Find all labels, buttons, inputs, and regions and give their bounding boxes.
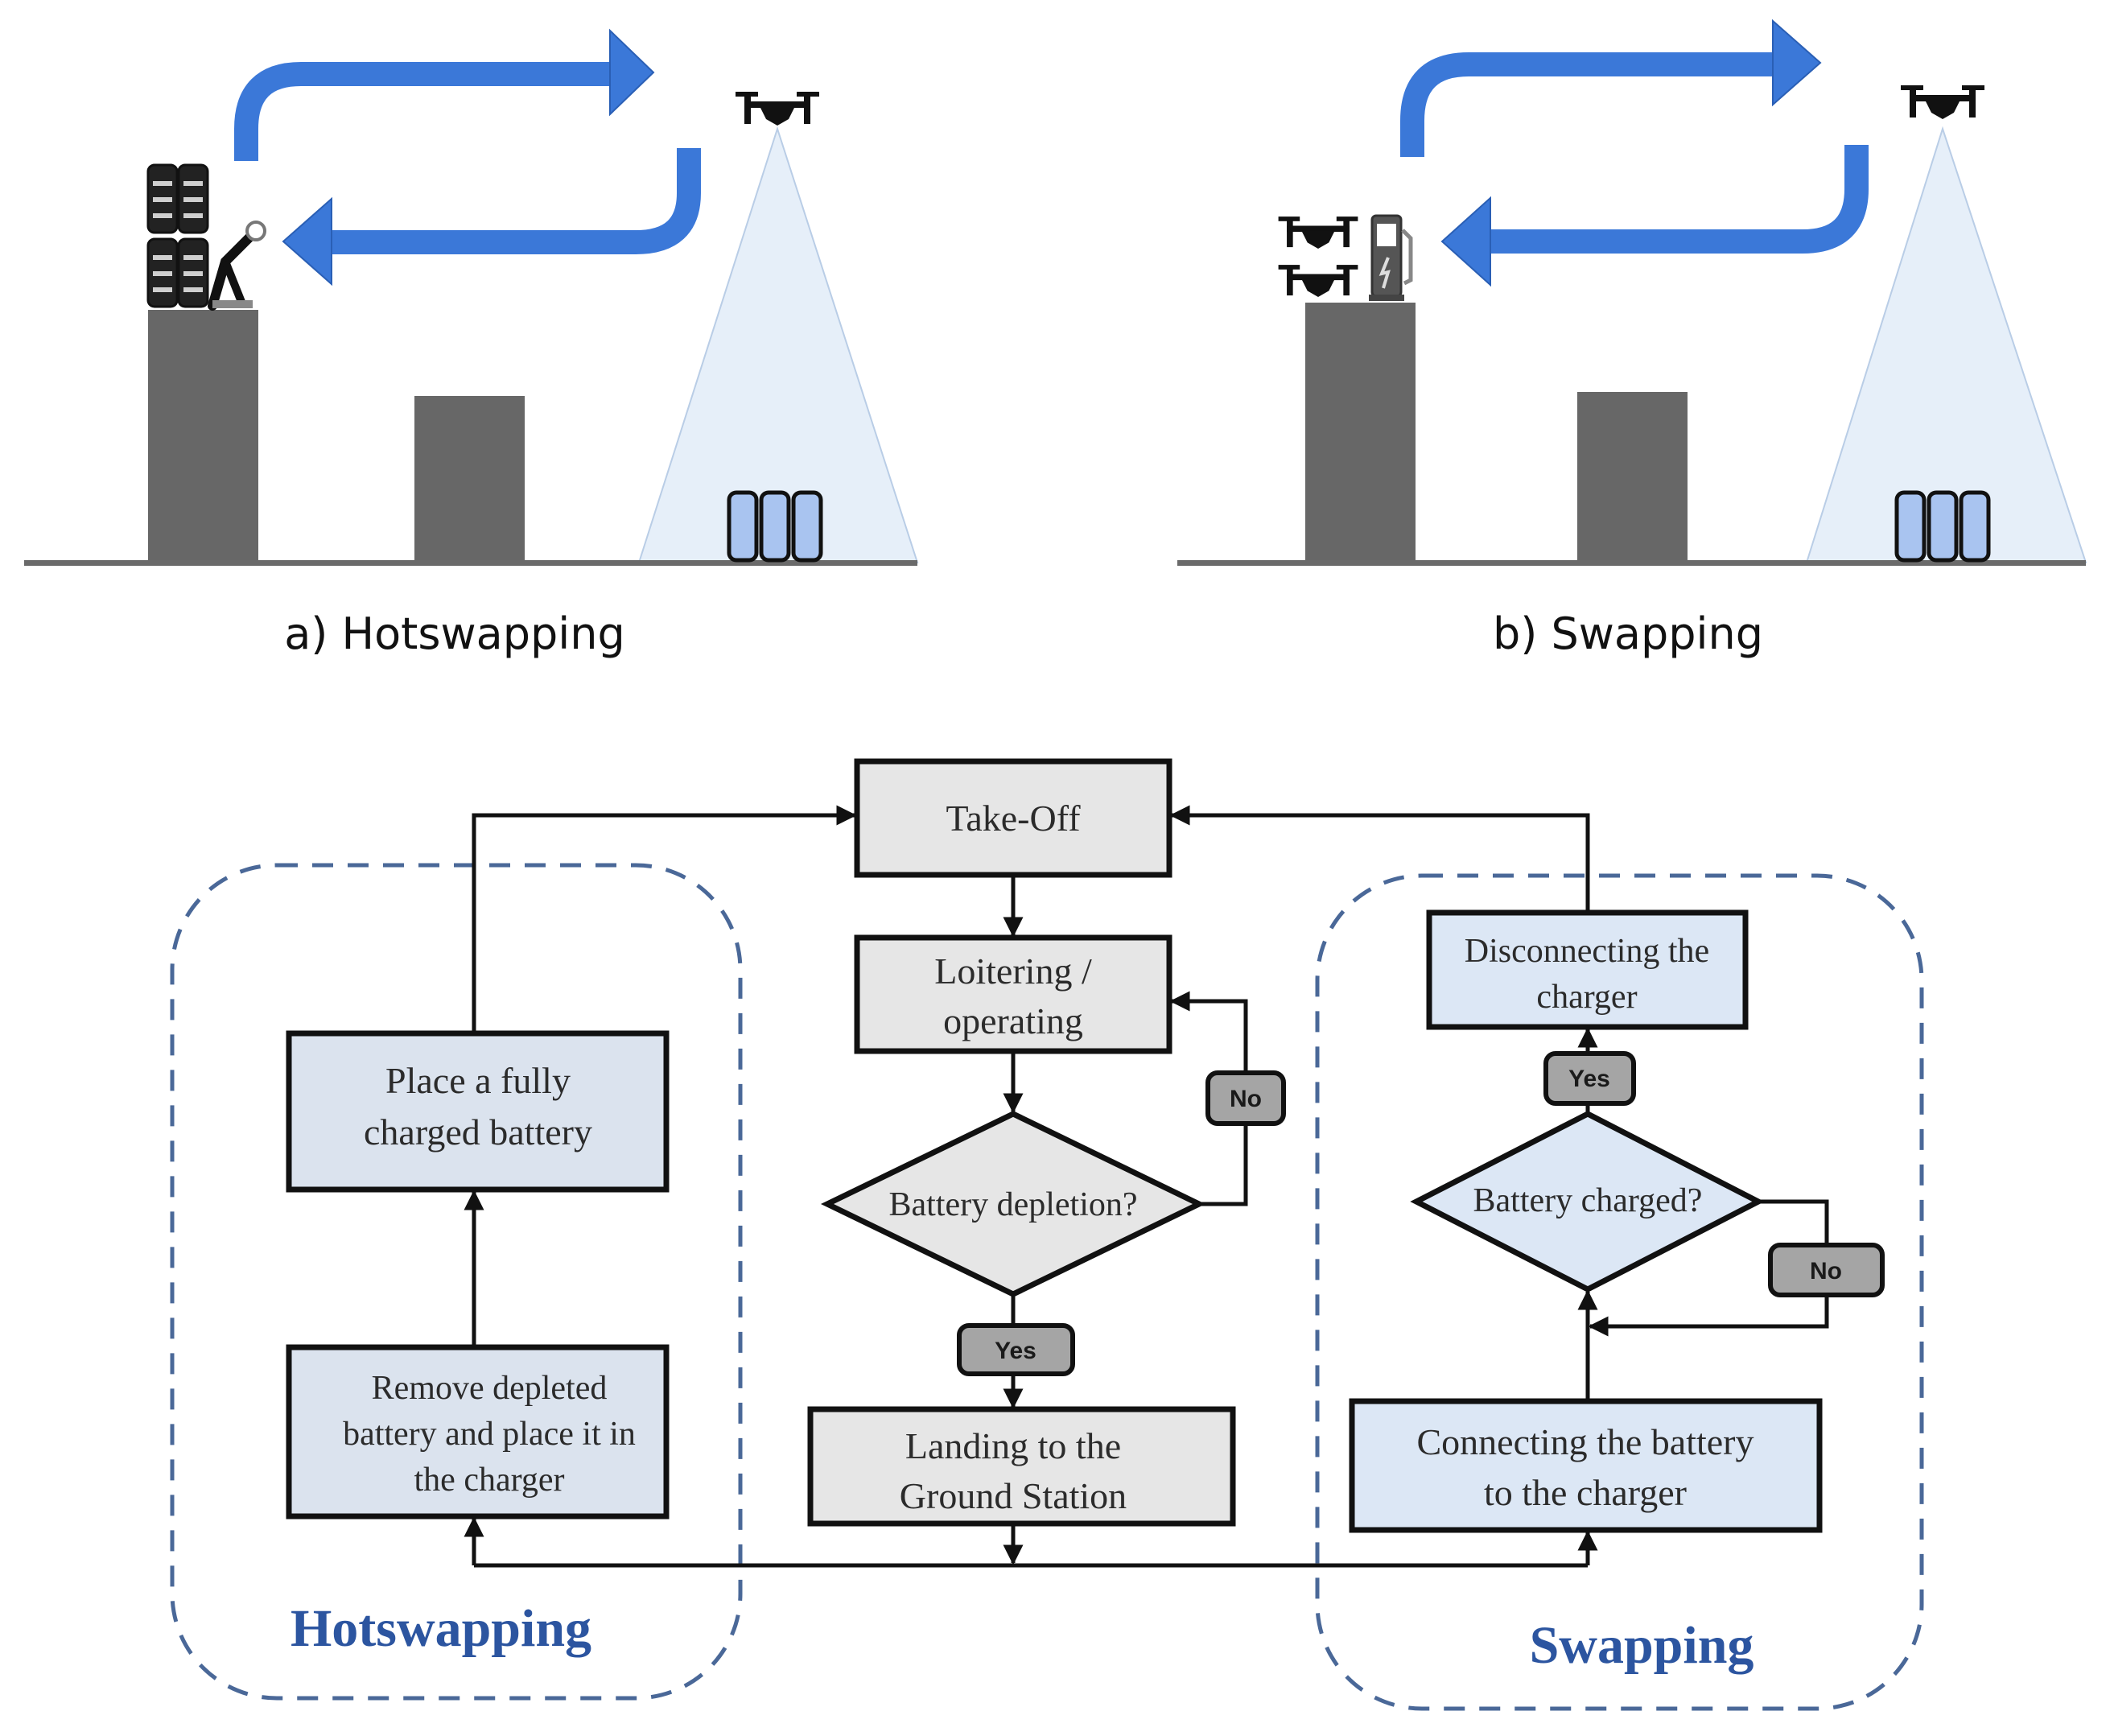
tall-building bbox=[148, 310, 258, 563]
svg-text:the charger: the charger bbox=[414, 1462, 565, 1499]
svg-text:Take-Off: Take-Off bbox=[946, 798, 1081, 839]
ground-line bbox=[1177, 560, 2086, 566]
connector-disconnect-to-takeoff bbox=[1169, 805, 1590, 913]
outbound-arrow bbox=[1400, 52, 1774, 157]
tall-building bbox=[1305, 303, 1416, 563]
svg-text:Loitering /: Loitering / bbox=[934, 950, 1092, 992]
connector-place-to-takeoff bbox=[472, 805, 857, 1033]
svg-text:battery and place it in: battery and place it in bbox=[343, 1416, 636, 1453]
return-arrow bbox=[330, 148, 701, 254]
svg-text:No: No bbox=[1230, 1086, 1262, 1112]
svg-text:Connecting the battery: Connecting the battery bbox=[1417, 1421, 1754, 1462]
svg-text:Yes: Yes bbox=[995, 1338, 1036, 1364]
battery-stack-robot-arm-icon bbox=[146, 163, 266, 311]
return-arrowhead bbox=[1440, 196, 1491, 287]
connect-battery-box: Connecting the battery to the charger bbox=[1349, 1398, 1823, 1533]
hotswapping-label: Hotswapping bbox=[291, 1599, 591, 1658]
drone-icon bbox=[1901, 85, 1984, 119]
disconnect-charger-box: Disconnecting the charger bbox=[1426, 909, 1749, 1030]
svg-text:charger: charger bbox=[1536, 979, 1637, 1016]
takeoff-box: Take-Off bbox=[854, 758, 1172, 878]
svg-text:No: No bbox=[1810, 1258, 1842, 1284]
svg-text:Battery charged?: Battery charged? bbox=[1473, 1182, 1703, 1219]
depletion-no-tag: No bbox=[1205, 1070, 1286, 1126]
panel-b-swapping: b) Swapping bbox=[1177, 19, 2087, 659]
charged-yes-tag: Yes bbox=[1543, 1051, 1636, 1106]
depletion-yes-tag: Yes bbox=[957, 1323, 1075, 1376]
swapping-region bbox=[1315, 873, 1924, 1711]
charged-no-tag: No bbox=[1768, 1243, 1885, 1297]
svg-text:Place a fully: Place a fully bbox=[385, 1060, 571, 1101]
outbound-arrowhead bbox=[1772, 19, 1822, 107]
svg-text:charged battery: charged battery bbox=[364, 1111, 592, 1153]
battery-charged-decision: Battery charged? bbox=[1410, 1111, 1765, 1293]
battery-cells-icon bbox=[727, 490, 823, 563]
outbound-arrow bbox=[234, 62, 612, 161]
svg-text:Landing to the: Landing to the bbox=[905, 1425, 1121, 1466]
caption-panel-b: b) Swapping bbox=[1493, 608, 1763, 659]
return-arrowhead bbox=[282, 196, 332, 287]
place-battery-box: Place a fully charged battery bbox=[286, 1030, 670, 1193]
flowchart: Take-Off Loitering / operating Battery d… bbox=[170, 758, 1924, 1711]
caption-panel-a: a) Hotswapping bbox=[284, 608, 625, 659]
panel-a-hotswapping: a) Hotswapping bbox=[24, 28, 919, 659]
drones-charging-station-icon bbox=[1278, 214, 1413, 301]
short-building bbox=[414, 396, 525, 563]
outbound-arrowhead bbox=[609, 28, 655, 117]
battery-depletion-decision: Battery depletion? bbox=[820, 1111, 1206, 1297]
drone-icon bbox=[736, 92, 819, 126]
charging-pump-icon bbox=[1369, 214, 1413, 301]
hotswapping-region bbox=[170, 863, 743, 1701]
svg-text:Disconnecting the: Disconnecting the bbox=[1465, 933, 1709, 970]
short-building bbox=[1577, 392, 1688, 563]
ground-line bbox=[24, 560, 917, 566]
svg-text:to the charger: to the charger bbox=[1484, 1472, 1687, 1513]
svg-text:Ground Station: Ground Station bbox=[900, 1475, 1127, 1516]
svg-text:Remove depleted: Remove depleted bbox=[372, 1370, 608, 1407]
battery-cells-icon bbox=[1894, 490, 1991, 563]
swapping-label: Swapping bbox=[1530, 1616, 1754, 1675]
landing-box: Landing to the Ground Station bbox=[807, 1406, 1236, 1527]
return-arrow bbox=[1489, 145, 1869, 254]
svg-text:operating: operating bbox=[943, 1000, 1083, 1041]
svg-text:Battery depletion?: Battery depletion? bbox=[888, 1186, 1137, 1223]
remove-battery-box: Remove depleted battery and place it in … bbox=[286, 1344, 670, 1520]
loitering-box: Loitering / operating bbox=[854, 934, 1172, 1054]
svg-text:Yes: Yes bbox=[1568, 1066, 1610, 1092]
